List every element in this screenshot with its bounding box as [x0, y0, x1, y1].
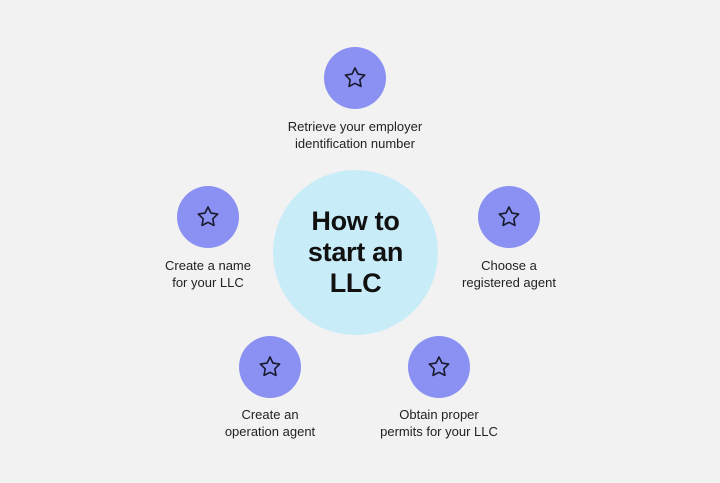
- step-node-permits: [408, 336, 470, 398]
- star-icon: [197, 206, 219, 227]
- step-label-permits: Obtain proper permits for your LLC: [380, 407, 498, 439]
- star-icon: [428, 356, 450, 377]
- step-label-registered-agent: Choose a registered agent: [462, 258, 556, 290]
- step-node-llc-name: [177, 186, 239, 248]
- step-node-employer-id: [324, 47, 386, 109]
- step-label-llc-name: Create a name for your LLC: [165, 258, 251, 290]
- step-node-operation-agent: [239, 336, 301, 398]
- star-icon: [498, 206, 520, 227]
- star-icon: [344, 67, 366, 88]
- step-label-operation-agent: Create an operation agent: [224, 407, 316, 439]
- step-node-registered-agent: [478, 186, 540, 248]
- center-title: How to start an LLC: [307, 206, 404, 298]
- step-label-employer-id: Retrieve your employer identification nu…: [287, 119, 423, 151]
- star-icon: [259, 356, 281, 377]
- center-circle: How to start an LLC: [273, 170, 438, 335]
